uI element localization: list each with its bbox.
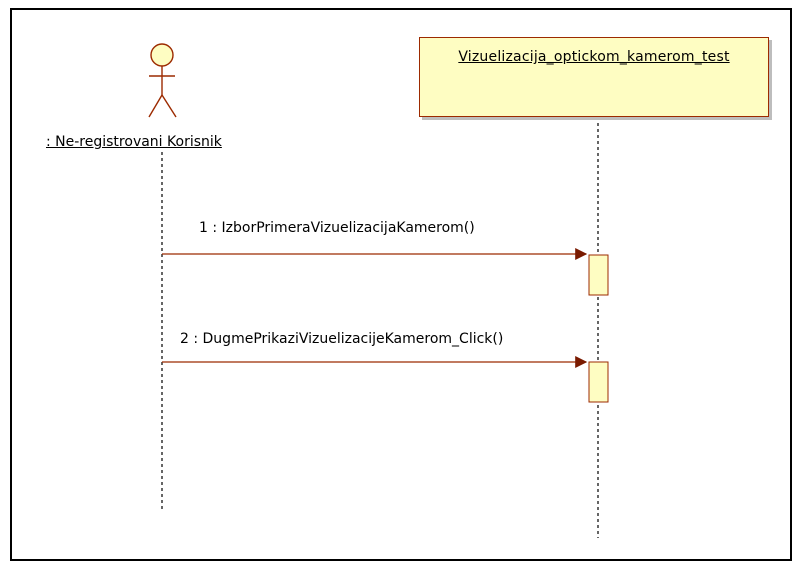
message-label-2: 2 : DugmePrikaziVizuelizacijeKamerom_Cli… bbox=[180, 331, 504, 347]
actor-head bbox=[150, 43, 174, 67]
actor-left-leg bbox=[148, 94, 163, 118]
actor-label: : Ne-registrovani Korisnik bbox=[46, 134, 222, 150]
actor-figure bbox=[148, 43, 177, 118]
activation-bar-1 bbox=[588, 254, 609, 296]
activation-bar-2 bbox=[588, 361, 609, 403]
message-label-1: 1 : IzborPrimeraVizuelizacijaKamerom() bbox=[199, 220, 475, 236]
actor-right-leg bbox=[161, 94, 177, 118]
object-label: Vizuelizacija_optickom_kamerom_test bbox=[458, 49, 730, 65]
object-box: Vizuelizacija_optickom_kamerom_test bbox=[419, 37, 769, 117]
